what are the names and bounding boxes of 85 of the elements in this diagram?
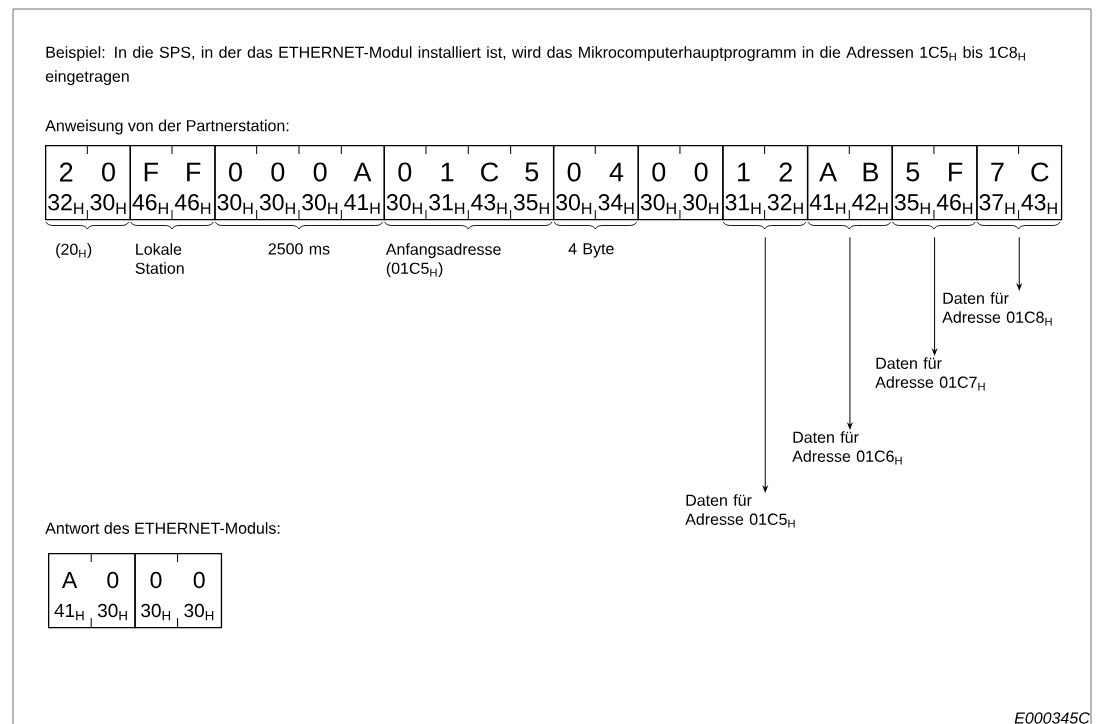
data-field [552, 144, 639, 221]
ascii-code: 30$_{H}$ [683, 194, 719, 214]
ascii-code: 34$_{H}$ [598, 194, 634, 214]
character: F [144, 162, 158, 182]
data-field [637, 144, 724, 221]
ascii-code: 30$_{H}$ [141, 603, 171, 621]
ascii-code: 32$_{H}$ [767, 194, 803, 214]
data-note: Daten für Adresse 01C5$_{H}$ [685, 494, 795, 528]
ascii-code: 30$_{H}$ [302, 194, 338, 214]
character: 0 [150, 571, 162, 589]
section-label: Anweisung von der Partnerstation: [45, 119, 289, 135]
data-field [806, 144, 893, 221]
ascii-code: 30$_{H}$ [184, 603, 214, 621]
ascii-code: 46$_{H}$ [174, 194, 211, 214]
character: 0 [652, 162, 666, 182]
ascii-code: 37$_{H}$ [979, 194, 1015, 214]
ascii-code: 31$_{H}$ [725, 194, 761, 214]
character: 5 [525, 162, 539, 182]
ascii-code: 35$_{H}$ [513, 194, 549, 214]
data-field [214, 144, 385, 221]
character: 5 [906, 162, 920, 182]
ascii-code: 46$_{H}$ [132, 194, 168, 214]
character: 0 [107, 571, 119, 589]
character: F [187, 162, 201, 182]
ascii-code: 30$_{H}$ [386, 194, 422, 214]
ascii-code: 30$_{H}$ [556, 194, 592, 214]
character: 1 [738, 162, 750, 182]
character: C [481, 162, 499, 182]
ascii-code: 30$_{H}$ [640, 194, 676, 214]
arrow [762, 236, 768, 493]
field-label: 4 Byte [568, 243, 614, 258]
character: 4 [609, 162, 624, 182]
title: Beispiel: In die SPS, in der das ETHERNET-Modul installiert ist, wird das Mikrocomputerhauptprogramm in die Adressen 1C5$_{H}$ bis 1C8$_{H}$ eingetragen [45, 46, 1025, 86]
ascii-code: 41$_{H}$ [344, 194, 380, 214]
ascii-code: 35$_{H}$ [894, 194, 930, 214]
character: 0 [229, 162, 242, 182]
figure-code: E000345C [1014, 712, 1090, 724]
field-label: (20$_{H}$) [56, 243, 92, 259]
character: 0 [102, 162, 115, 182]
character: 0 [567, 162, 581, 182]
field-label: Lokale Station [135, 243, 184, 274]
ascii-code: 31$_{H}$ [429, 194, 465, 214]
character: 0 [193, 571, 205, 589]
character: 0 [313, 162, 327, 182]
ascii-code: 46$_{H}$ [936, 194, 973, 214]
ascii-code: 41$_{H}$ [809, 194, 846, 214]
ascii-code: 43$_{H}$ [471, 194, 507, 214]
data-field [722, 144, 809, 221]
ascii-code: 32$_{H}$ [48, 194, 84, 214]
arrow [932, 236, 937, 356]
data-field [134, 552, 223, 629]
field-label: Anfangsadresse (01C5$_{H}$) [385, 243, 501, 278]
character: 0 [694, 162, 708, 182]
arrow [847, 236, 853, 430]
ascii-code: 43$_{H}$ [1021, 194, 1057, 214]
character: C [1031, 162, 1049, 182]
section-label: Antwort des ETHERNET-Moduls: [45, 522, 280, 534]
data-field [891, 144, 978, 221]
character: B [863, 162, 879, 182]
data-note: Daten für Adresse 01C6$_{H}$ [792, 431, 902, 465]
character: F [949, 162, 963, 182]
character: A [819, 162, 838, 182]
character: 7 [991, 162, 1004, 182]
character: 2 [779, 162, 792, 182]
arrow [1016, 236, 1022, 291]
ascii-code: 30$_{H}$ [217, 194, 253, 214]
field-label: 2500 ms [268, 243, 330, 255]
ascii-code: 30$_{H}$ [259, 194, 295, 214]
character: 2 [60, 162, 73, 182]
ascii-code: 41$_{H}$ [54, 603, 84, 621]
ascii-code: 30$_{H}$ [97, 603, 127, 621]
character: A [353, 162, 372, 182]
data-note: Daten für Adresse 01C7$_{H}$ [875, 357, 985, 391]
character: A [62, 572, 78, 588]
character: 0 [398, 162, 412, 182]
character: 1 [441, 162, 454, 182]
data-field [129, 144, 216, 221]
ascii-code: 30$_{H}$ [90, 194, 126, 214]
data-note: Daten für Adresse 01C8$_{H}$ [942, 292, 1052, 326]
data-field [976, 144, 1063, 221]
character: 0 [271, 162, 285, 182]
data-field [48, 552, 136, 629]
data-field [383, 144, 555, 221]
data-field [45, 144, 131, 221]
ascii-code: 42$_{H}$ [852, 194, 888, 214]
